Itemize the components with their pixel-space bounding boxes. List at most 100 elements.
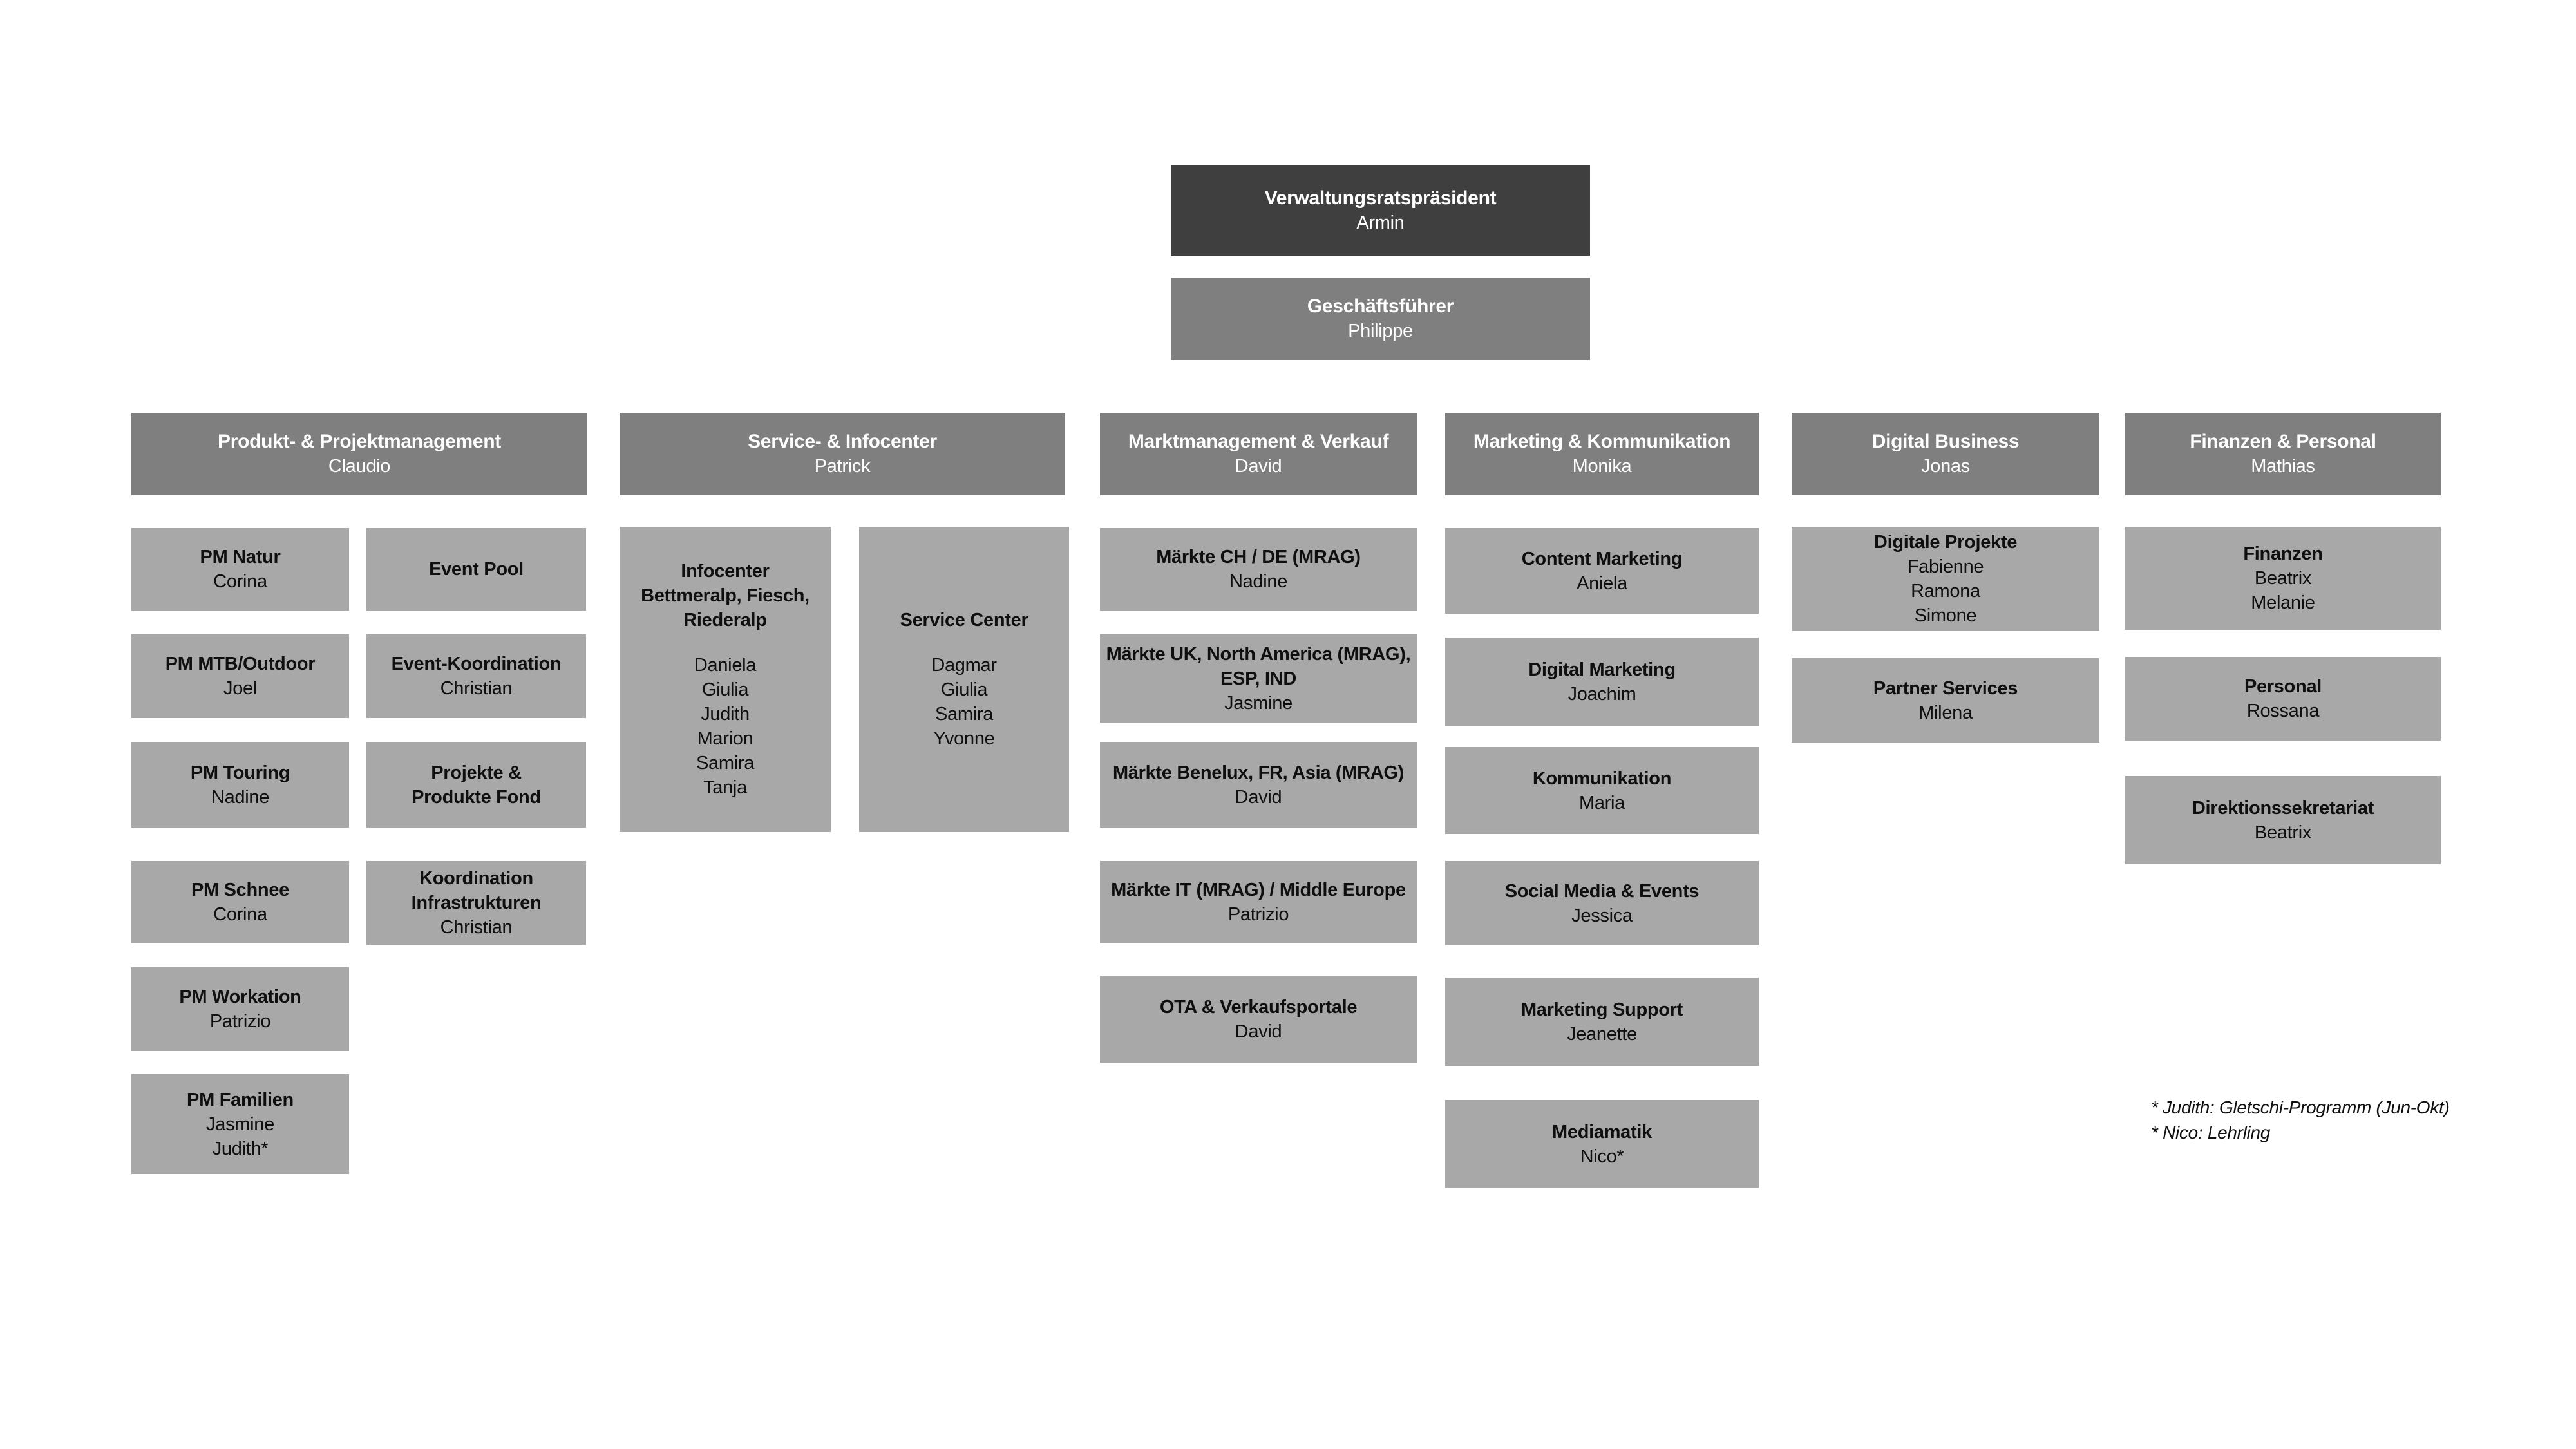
unit-title: Mediamatik (1552, 1120, 1652, 1144)
president-box: Verwaltungsratspräsident Armin (1171, 165, 1590, 256)
unit-title-line: Bettmeralp, Fiesch, (641, 585, 810, 606)
person-name: Melanie (2251, 592, 2315, 613)
person-name: Yvonne (933, 728, 995, 749)
dept-title: Service- & Infocenter (748, 431, 937, 452)
unit-names: Jessica (1571, 904, 1633, 928)
ceo-title: Geschäftsführer (1307, 296, 1454, 317)
unit-title: Märkte Benelux, FR, Asia (MRAG) (1113, 761, 1404, 785)
person-name: Patrizio (209, 1011, 271, 1032)
unit-title: Marketing Support (1521, 998, 1683, 1022)
dept-title: Produkt- & Projektmanagement (217, 431, 502, 452)
dept-head-name: Claudio (328, 456, 391, 477)
person-name: Ramona (1911, 581, 1980, 601)
unit-title: Partner Services (1873, 676, 2018, 701)
unit-title: Direktionssekretariat (2192, 796, 2374, 820)
unit-title-line: ESP, IND (1220, 668, 1296, 689)
unit-title-line: Riederalp (683, 610, 767, 630)
person-name: David (1235, 786, 1282, 808)
person-name: Judith* (212, 1138, 269, 1159)
unit-names: Corina (213, 569, 267, 594)
unit-box-m-rkte-uk-north-america-mrag-esp-ind: Märkte UK, North America (MRAG),ESP, IND… (1100, 634, 1417, 723)
footnote-line: * Nico: Lehrling (2151, 1122, 2271, 1142)
unit-title-line: PM Natur (200, 547, 281, 567)
unit-names: Maria (1579, 791, 1625, 815)
unit-title-line: PM Familien (187, 1089, 294, 1110)
unit-names: Nadine (211, 785, 269, 810)
president-name: Armin (1356, 212, 1405, 233)
ceo-box: Geschäftsführer Philippe (1171, 278, 1590, 360)
person-name: Corina (213, 571, 267, 592)
person-name: Beatrix (2254, 568, 2312, 589)
dept-head-name: David (1235, 456, 1282, 477)
unit-title: PM Natur (200, 545, 281, 569)
person-name: Milena (1918, 702, 1973, 723)
unit-names: Milena (1918, 701, 1973, 725)
unit-names: Nico* (1580, 1144, 1624, 1169)
unit-title-line: Infocenter (681, 561, 770, 582)
unit-title: Digitale Projekte (1874, 530, 2017, 554)
unit-title-line: Service Center (900, 610, 1028, 630)
unit-title-line: Partner Services (1873, 677, 2018, 699)
unit-title: Märkte CH / DE (MRAG) (1156, 545, 1361, 569)
person-name: Christian (440, 917, 513, 938)
unit-title-line: PM Schnee (191, 880, 289, 900)
dept-title: Marktmanagement & Verkauf (1128, 431, 1389, 452)
person-name: Christian (440, 678, 513, 699)
dept-head-name: Mathias (2251, 456, 2315, 477)
unit-title: Finanzen (2243, 542, 2323, 566)
dept-head-name: Patrick (814, 456, 871, 477)
person-name: Simone (1914, 605, 1977, 626)
unit-title-line: PM MTB/Outdoor (165, 654, 316, 674)
unit-title: Märkte IT (MRAG) / Middle Europe (1111, 878, 1406, 902)
person-name: Jeanette (1567, 1023, 1637, 1045)
dept-title: Marketing & Kommunikation (1473, 431, 1731, 452)
person-name: Corina (213, 904, 267, 925)
unit-title: PM Familien (187, 1088, 294, 1112)
unit-title-line: Koordination (419, 868, 533, 889)
person-name: Nadine (1229, 571, 1288, 592)
unit-title-line: Digital Marketing (1528, 659, 1676, 680)
unit-names: Aniela (1577, 571, 1627, 596)
unit-title-line: Produkte Fond (412, 786, 541, 808)
unit-names: Nadine (1229, 569, 1287, 594)
unit-title-line: Direktionssekretariat (2192, 797, 2374, 819)
person-name: Daniela (694, 655, 757, 676)
unit-names: Joel (223, 676, 257, 701)
unit-title: Personal (2244, 674, 2322, 699)
person-name: Joachim (1567, 684, 1636, 705)
person-name: Tanja (703, 777, 747, 798)
unit-title: Service Center (900, 608, 1028, 632)
person-name: Marion (697, 728, 753, 749)
person-name: David (1235, 1021, 1282, 1042)
unit-title: Kommunikation (1533, 766, 1672, 791)
unit-title-line: Märkte Benelux, FR, Asia (MRAG) (1112, 762, 1405, 783)
person-name: Joel (223, 678, 257, 699)
dept-title: Digital Business (1871, 431, 2020, 452)
unit-title-line: Marketing Support (1520, 999, 1683, 1020)
unit-title: Digital Marketing (1528, 658, 1676, 682)
dept-head-name: Monika (1572, 456, 1632, 477)
unit-title: Event Pool (429, 557, 524, 582)
president-title: Verwaltungsratspräsident (1264, 187, 1497, 209)
person-name: Nadine (211, 786, 270, 808)
unit-title-line: Infrastrukturen (411, 893, 542, 913)
